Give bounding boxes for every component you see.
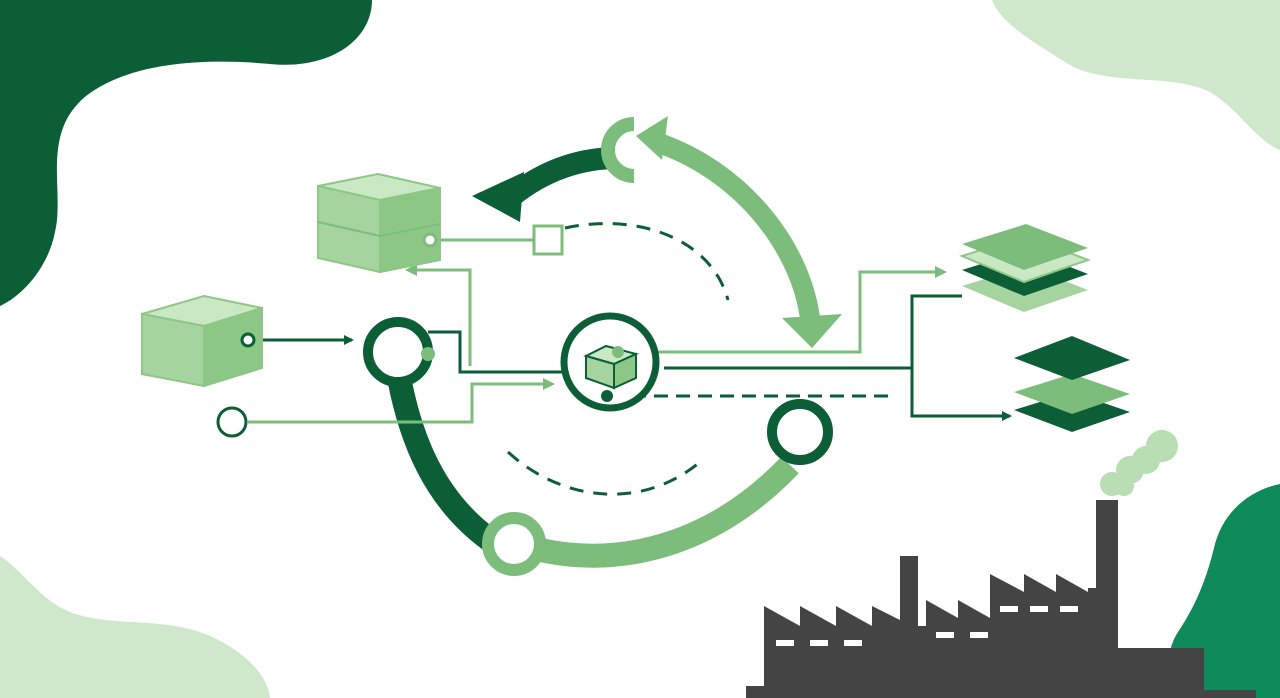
recycle-hub-icon (363, 317, 433, 387)
hub-to-center-dark (428, 330, 570, 374)
top-left-blob (0, 0, 372, 306)
loop-arrow-head (782, 314, 842, 348)
node-to-center-line (248, 378, 555, 424)
return-cap (601, 117, 635, 183)
factory-icon (746, 500, 1256, 698)
green-layer-stack-icon (959, 224, 1091, 312)
factory-windows (776, 606, 1078, 646)
bottom-right-blob (1169, 484, 1280, 698)
split-to-dark-stack (910, 368, 1012, 421)
storage-node (532, 224, 564, 256)
lower-loop-dark (386, 369, 498, 550)
bottom-left-blob (0, 556, 270, 698)
material-box-icon (141, 294, 263, 388)
dashed-arc-bottom (506, 450, 701, 496)
hub-connector-dot (421, 347, 435, 361)
dashed-arc-top (564, 222, 730, 301)
storage-box-icon (317, 172, 441, 274)
loop-arrow (652, 132, 820, 320)
split-to-green-stack (910, 294, 962, 368)
top-right-blob (992, 0, 1280, 150)
input-node (216, 406, 248, 438)
dark-layer-stack-icon (1014, 336, 1130, 432)
lower-loop-light (509, 456, 799, 568)
center-to-green-stack (620, 266, 947, 354)
center-process-icon (560, 312, 660, 412)
loop-arrow-tail (636, 116, 668, 160)
return-arrow-head (472, 172, 524, 222)
smoke-cloud-icon (1100, 430, 1178, 496)
lower-left-node (482, 512, 546, 576)
hub-to-storage-line (405, 264, 472, 366)
lower-right-node (767, 399, 833, 465)
